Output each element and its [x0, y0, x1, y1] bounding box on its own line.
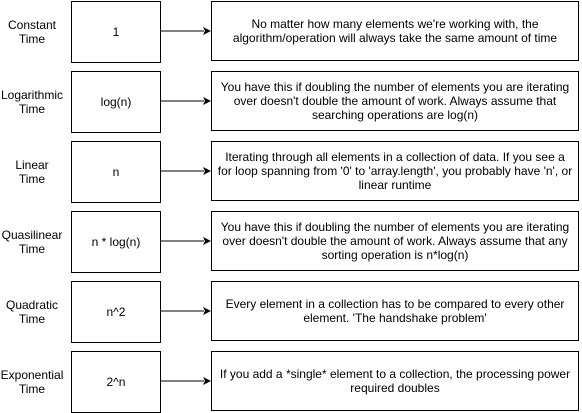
row-label: Constant Time: [0, 1, 64, 63]
row-label: Quadratic Time: [0, 281, 64, 343]
row-linear-time: Linear Time n Iterating through all elem…: [0, 141, 582, 203]
complexity-box: 2^n: [71, 351, 161, 413]
arrow-icon: [160, 307, 211, 315]
description-box: Iterating through all elements in a coll…: [211, 141, 579, 201]
row-label-text: Quasilinear Time: [1, 228, 63, 256]
row-label: Logarithmic Time: [0, 71, 64, 133]
description-box: You have this if doubling the number of …: [211, 71, 579, 131]
arrow-icon: [160, 167, 211, 175]
description-box: No matter how many elements we're workin…: [211, 1, 579, 61]
row-quadratic-time: Quadratic Time n^2 Every element in a co…: [0, 281, 582, 343]
description-box: If you add a *single* element to a colle…: [211, 351, 579, 411]
row-label-text: Quadratic Time: [5, 298, 59, 326]
row-label-text: Linear Time: [15, 158, 49, 186]
row-label-text: Constant Time: [7, 18, 57, 46]
row-quasilinear-time: Quasilinear Time n * log(n) You have thi…: [0, 211, 582, 273]
complexity-box: n: [71, 141, 161, 203]
row-label-text: Logarithmic Time: [0, 88, 64, 116]
arrow-icon: [160, 377, 211, 385]
row-exponential-time: Exponential Time 2^n If you add a *singl…: [0, 351, 582, 413]
complexity-box: log(n): [71, 71, 161, 133]
description-box: Every element in a collection has to be …: [211, 281, 579, 341]
complexity-box: n * log(n): [71, 211, 161, 273]
row-label: Exponential Time: [0, 351, 64, 413]
arrow-icon: [160, 27, 211, 35]
row-constant-time: Constant Time 1 No matter how many eleme…: [0, 1, 582, 63]
complexity-box: n^2: [71, 281, 161, 343]
row-label-text: Exponential Time: [0, 368, 64, 396]
arrow-icon: [160, 97, 211, 105]
complexity-box: 1: [71, 1, 161, 63]
description-box: You have this if doubling the number of …: [211, 211, 579, 271]
arrow-icon: [160, 237, 211, 245]
row-label: Quasilinear Time: [0, 211, 64, 273]
row-logarithmic-time: Logarithmic Time log(n) You have this if…: [0, 71, 582, 133]
row-label: Linear Time: [0, 141, 64, 203]
